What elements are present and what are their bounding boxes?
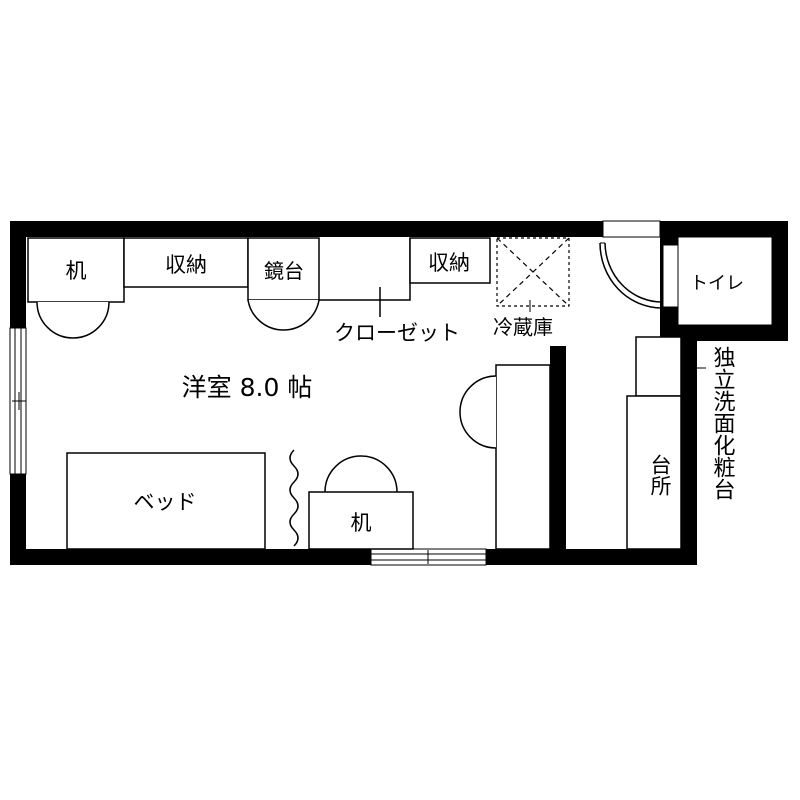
- vanity-box: [635, 336, 682, 397]
- window-bottom: [370, 548, 487, 566]
- label-storage-right: 収納: [428, 251, 470, 275]
- label-bed: ベッド: [134, 490, 197, 514]
- curtain: [289, 449, 299, 547]
- bed: [66, 452, 266, 550]
- kitchen-counter: [626, 395, 682, 550]
- toilet-door: [662, 244, 679, 308]
- cabinet-right: [495, 364, 551, 550]
- label-vanity: 独立洗面化粧台: [710, 346, 736, 500]
- walls: [10, 221, 788, 565]
- storage-left: [123, 237, 249, 288]
- label-storage-left: 収納: [165, 253, 207, 277]
- window-left: [9, 327, 27, 475]
- label-fridge: 冷蔵庫: [493, 315, 553, 339]
- room-label-toilet: トイレ: [690, 273, 744, 294]
- closet: [319, 238, 411, 301]
- chair-top: [36, 301, 110, 339]
- chair-bottom: [324, 455, 398, 493]
- room-label-kitchen: 台所: [648, 454, 672, 496]
- label-desk-top: 机: [66, 259, 87, 283]
- dresser: [247, 237, 320, 301]
- stool-right: [459, 375, 497, 449]
- fridge-space: [496, 237, 570, 312]
- storage-right: [409, 237, 491, 284]
- label-dresser: 鏡台: [264, 259, 304, 283]
- desk-bottom: [308, 491, 414, 550]
- label-closet: クローゼット: [334, 321, 460, 345]
- room-label-main: 洋室 8.0 帖: [182, 373, 313, 402]
- entrance-door: [599, 220, 663, 309]
- label-desk-bottom: 机: [351, 511, 372, 535]
- dresser-stool: [247, 299, 320, 331]
